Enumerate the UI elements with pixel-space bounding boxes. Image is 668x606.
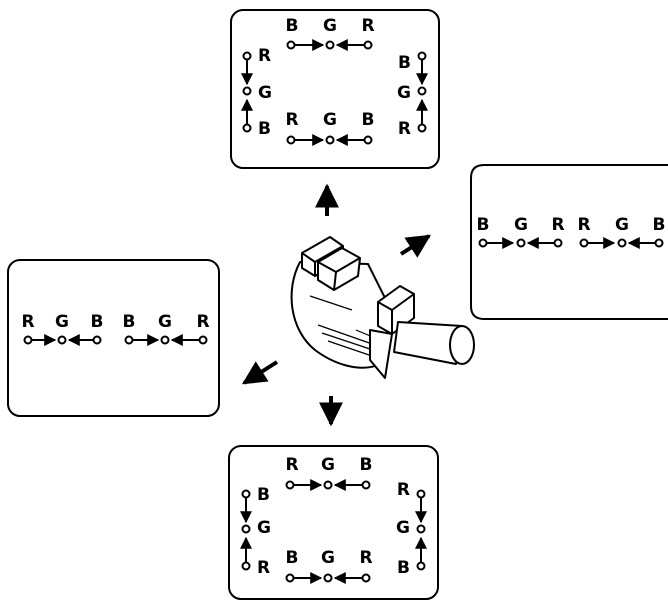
label: G (514, 215, 528, 235)
arrow-up-right (399, 234, 432, 258)
connector-left-col (240, 489, 252, 571)
connector-right-col (416, 51, 428, 133)
connector-group-1 (23, 334, 102, 346)
label: B (286, 548, 299, 568)
label: G (323, 16, 337, 36)
connector-bottom-row (286, 134, 373, 146)
panel-right: B G R R G B (470, 164, 668, 320)
label: B (258, 119, 271, 139)
label: G (321, 455, 335, 475)
label: G (396, 518, 410, 538)
label: G (158, 312, 172, 332)
label: B (286, 16, 299, 36)
label: R (359, 548, 372, 568)
connector-group-2 (579, 237, 664, 249)
label: B (397, 558, 410, 578)
arrow-down-left (241, 360, 279, 385)
label: G (615, 215, 629, 235)
label: G (323, 110, 337, 130)
connector-bottom-row (285, 572, 371, 584)
connector-top-row (285, 479, 371, 491)
label: B (91, 312, 104, 332)
label: G (321, 548, 335, 568)
panel-left: R G B B G R (7, 259, 220, 417)
label: B (477, 215, 490, 235)
label: B (398, 53, 411, 73)
connector-group-2 (124, 334, 208, 346)
direction-arrows (241, 183, 432, 427)
label: B (362, 110, 375, 130)
label: R (285, 455, 298, 475)
label: R (551, 215, 564, 235)
label: R (257, 558, 270, 578)
label: B (257, 485, 270, 505)
label: R (397, 480, 410, 500)
label: R (285, 110, 298, 130)
label: G (55, 312, 69, 332)
panel-top: B G R R G B B G R R G B (230, 9, 440, 169)
connector-group-1 (478, 237, 563, 249)
label: R (361, 16, 374, 36)
panel-bottom: R G B B G R R G B B G R (228, 445, 439, 600)
label: R (258, 46, 271, 66)
label: R (398, 119, 411, 139)
label: R (577, 215, 590, 235)
label: B (360, 455, 373, 475)
label: G (397, 83, 411, 103)
label: G (257, 518, 271, 538)
label: R (21, 312, 34, 332)
label: R (196, 312, 209, 332)
connector-left-col (241, 51, 253, 133)
label: B (653, 215, 666, 235)
connector-top-row (286, 39, 373, 51)
connector-right-col (415, 489, 427, 571)
label: B (123, 312, 136, 332)
label: G (258, 83, 272, 103)
rotating-device-illustration (290, 236, 475, 379)
